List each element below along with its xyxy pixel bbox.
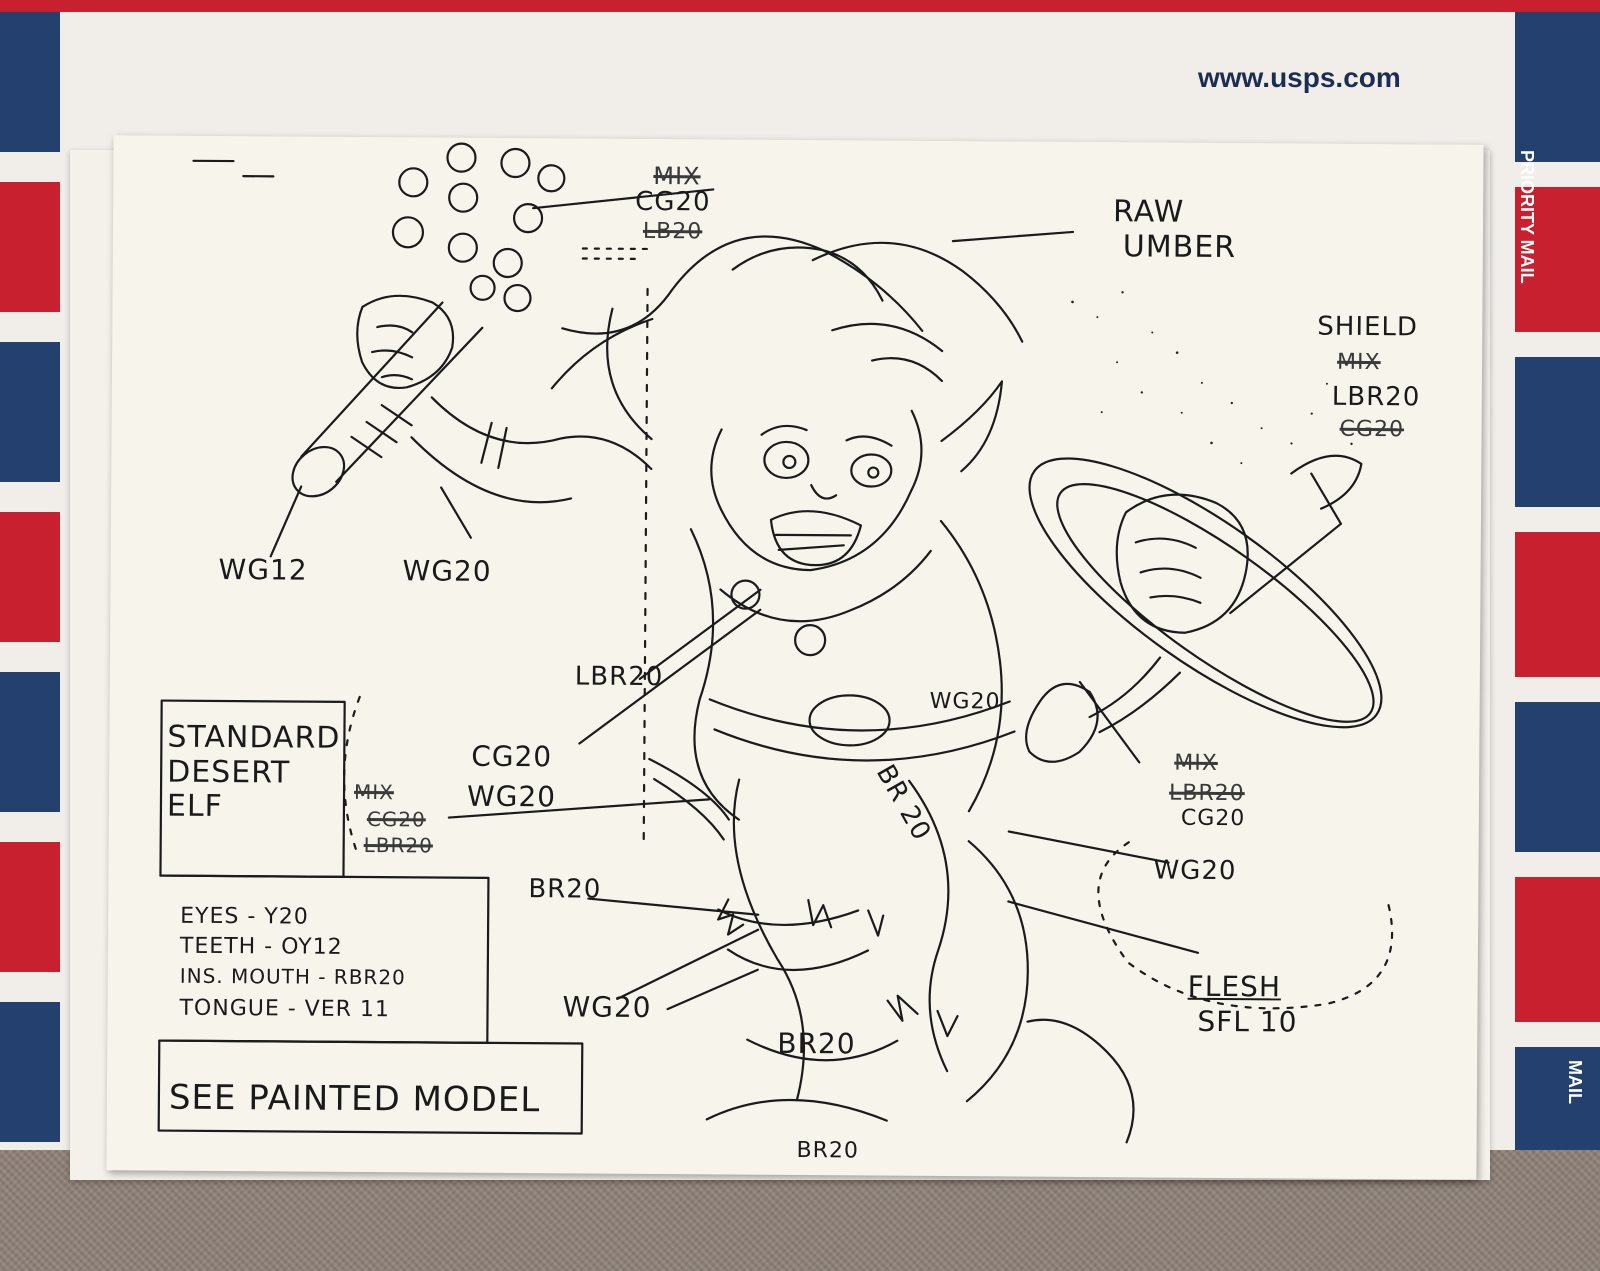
envelope-left-stripes <box>0 12 60 1150</box>
sword-struck-top: MIX <box>1174 750 1218 776</box>
footer-box-text: SEE PAINTED MODEL <box>168 1077 541 1121</box>
mace-struck-top: MIX <box>653 161 701 191</box>
notes-tongue: TONGUE - VER 11 <box>179 995 391 1023</box>
shield-title: SHIELD <box>1317 311 1419 343</box>
model-sheet: MIX CG20 LB20 RAW UMBER SHIELD MIX LBR20… <box>106 135 1484 1180</box>
notes-eyes: EYES - Y20 <box>180 903 309 930</box>
speckle-texture <box>1071 291 1353 465</box>
sword-color-label: CG20 <box>1180 805 1246 832</box>
cg20-label: CG20 <box>471 739 553 774</box>
notes-teeth: TEETH - OY12 <box>179 933 343 960</box>
elf-drawing <box>157 142 1394 1144</box>
envelope-url: www.usps.com <box>1198 62 1401 93</box>
flesh-label: FLESH <box>1187 969 1282 1004</box>
fur-color-label: BR20 <box>777 1026 856 1061</box>
mace-struck-bottom: LB20 <box>642 218 703 245</box>
wg20-mid-label: WG20 <box>466 779 557 814</box>
envelope-red-stripe <box>0 0 1600 12</box>
title-struck-1: MIX <box>353 779 394 805</box>
belt-color-label: WG20 <box>929 688 1001 715</box>
wg20-low-label: WG20 <box>562 990 652 1025</box>
notes-inside-mouth: INS. MOUTH - RBR20 <box>179 963 406 990</box>
right-wg20-label: WG20 <box>1153 855 1237 887</box>
sword-struck-mid: LBR20 <box>1168 780 1245 807</box>
raw-umber-line2: UMBER <box>1122 229 1237 266</box>
shield-struck-top: MIX <box>1336 349 1381 376</box>
flesh-code-label: SFL 10 <box>1197 1004 1298 1039</box>
mace-color-label: CG20 <box>635 186 711 218</box>
envelope-brand: PRIORITY MAIL <box>1517 150 1537 284</box>
boot-color-label: BR20 <box>796 1138 860 1164</box>
raw-umber-line1: RAW <box>1112 194 1185 230</box>
chest-color-label: LBR20 <box>574 661 664 693</box>
shield-struck-bottom: CG20 <box>1339 416 1405 443</box>
shield-color-label: LBR20 <box>1331 381 1421 413</box>
br20-label: BR20 <box>528 874 602 905</box>
title-box-text: STANDARD DESERT ELF <box>166 719 341 825</box>
envelope-brand-lower: MAIL <box>1565 1060 1585 1104</box>
handle-color-label: WG12 <box>218 552 308 587</box>
title-struck-2: CG20 <box>366 807 426 832</box>
envelope-right-stripes <box>1515 12 1600 1150</box>
title-struck-3: LBR20 <box>363 832 433 858</box>
arm-color-label: WG20 <box>402 554 492 588</box>
